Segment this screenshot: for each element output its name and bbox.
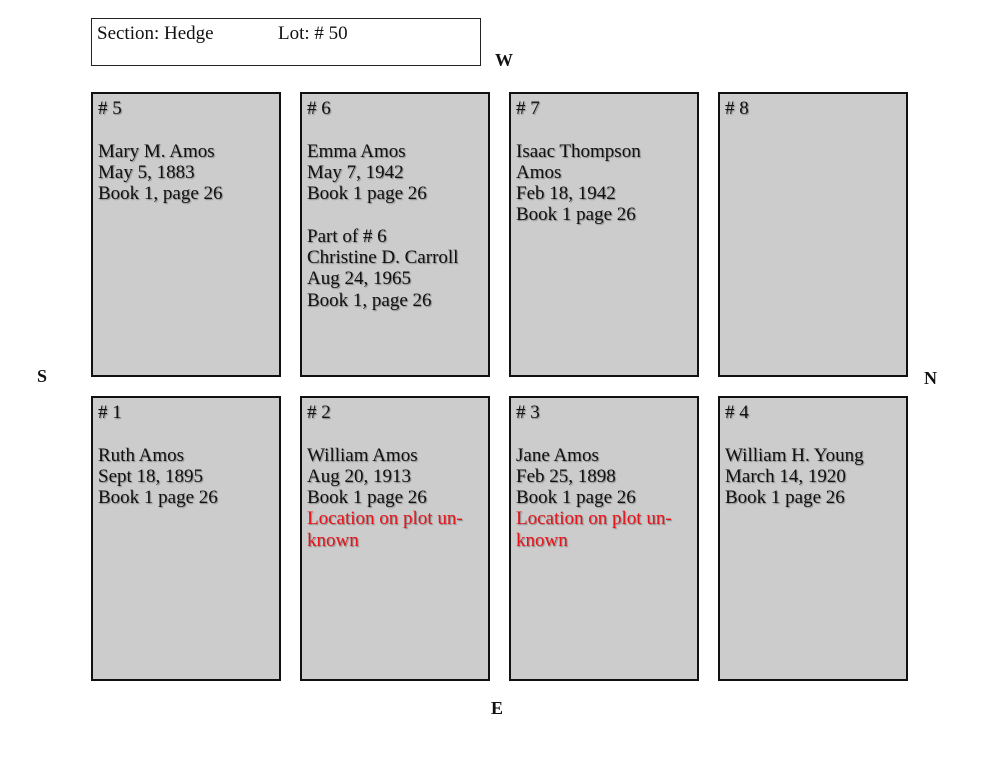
burial-date: Feb 25, 1898 xyxy=(516,465,616,487)
burial-date: March 14, 1920 xyxy=(725,465,846,487)
plot-4: # 4 William H. Young March 14, 1920 Book… xyxy=(718,396,908,681)
burial-record: Book 1 page 26 xyxy=(516,204,636,226)
compass-east: E xyxy=(491,698,504,718)
burial-name: Isaac Thompson xyxy=(516,140,641,162)
burial-name: Christine D. Carroll xyxy=(307,247,459,269)
burial-date: Aug 20, 1913 xyxy=(307,465,411,487)
location-note: Location on plot un- xyxy=(307,508,463,530)
location-note-cont: known xyxy=(307,529,359,551)
plot-3: # 3 Jane Amos Feb 25, 1898 Book 1 page 2… xyxy=(509,396,699,681)
lot-header: Section: Hedge Lot: # 50 xyxy=(91,18,481,66)
burial-name: Ruth Amos xyxy=(98,444,185,466)
burial-record: Book 1 page 26 xyxy=(307,487,427,509)
section-label: Section: Hedge xyxy=(97,23,214,44)
plot-5: # 5 Mary M. Amos May 5, 1883 Book 1, pag… xyxy=(91,92,281,377)
plot-number: # 8 xyxy=(725,98,749,119)
burial-name: William Amos xyxy=(307,444,418,466)
plot-number: # 6 xyxy=(307,98,331,119)
partial-plot-label: Part of # 6 xyxy=(307,225,387,247)
compass-south: S xyxy=(37,366,48,386)
burial-record: Book 1 page 26 xyxy=(307,183,427,205)
compass-north: N xyxy=(924,368,937,388)
burial-name: William H. Young xyxy=(725,444,864,466)
plot-1: # 1 Ruth Amos Sept 18, 1895 Book 1 page … xyxy=(91,396,281,681)
location-note: Location on plot un- xyxy=(516,508,672,530)
burial-name-cont: Amos xyxy=(516,161,562,183)
burial-name: Jane Amos xyxy=(516,444,599,466)
burial-date: Feb 18, 1942 xyxy=(516,183,616,205)
burial-record: Book 1, page 26 xyxy=(98,183,223,205)
burial-name: Mary M. Amos xyxy=(98,140,215,162)
burial-name: Emma Amos xyxy=(307,140,406,162)
plot-6: # 6 Emma Amos May 7, 1942 Book 1 page 26… xyxy=(300,92,490,377)
burial-date: Sept 18, 1895 xyxy=(98,465,204,487)
burial-date: May 7, 1942 xyxy=(307,161,404,183)
burial-date: May 5, 1883 xyxy=(98,161,195,183)
plot-number: # 3 xyxy=(516,402,540,423)
plot-number: # 4 xyxy=(725,402,749,423)
plot-number: # 5 xyxy=(98,98,122,119)
burial-record: Book 1 page 26 xyxy=(98,487,218,509)
compass-west: W xyxy=(495,50,513,70)
burial-record: Book 1 page 26 xyxy=(725,487,845,509)
burial-date: Aug 24, 1965 xyxy=(307,268,411,290)
plot-number: # 7 xyxy=(516,98,540,119)
location-note-cont: known xyxy=(516,529,568,551)
plot-8: # 8 xyxy=(718,92,908,377)
burial-record: Book 1 page 26 xyxy=(516,487,636,509)
burial-record: Book 1, page 26 xyxy=(307,289,432,311)
plot-7: # 7 Isaac Thompson Amos Feb 18, 1942 Boo… xyxy=(509,92,699,377)
lot-label: Lot: # 50 xyxy=(278,23,348,44)
plot-number: # 1 xyxy=(98,402,122,423)
plot-2: # 2 William Amos Aug 20, 1913 Book 1 pag… xyxy=(300,396,490,681)
plot-number: # 2 xyxy=(307,402,331,423)
